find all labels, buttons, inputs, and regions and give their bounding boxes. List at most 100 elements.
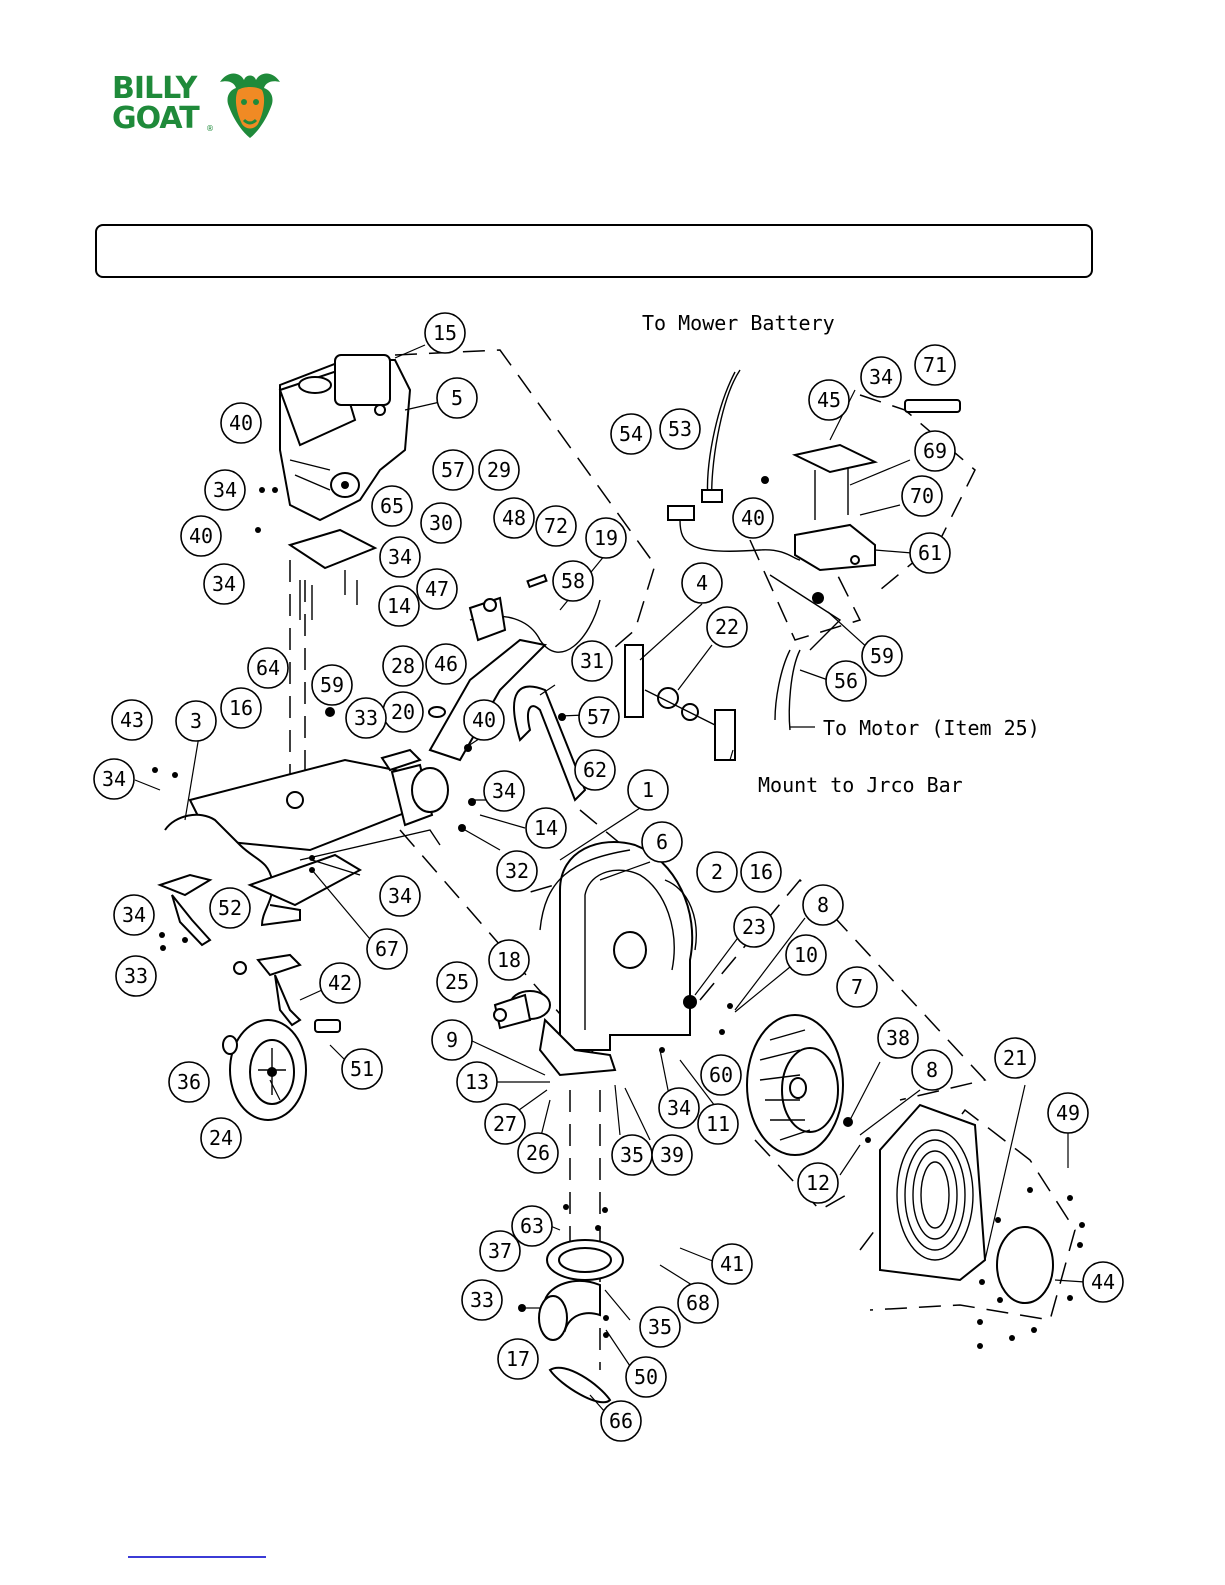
svg-text:22: 22 (715, 615, 739, 639)
svg-text:65: 65 (380, 494, 404, 518)
svg-text:34: 34 (667, 1096, 691, 1120)
svg-text:28: 28 (391, 654, 415, 678)
svg-text:54: 54 (619, 422, 643, 446)
svg-text:47: 47 (425, 577, 449, 601)
callout-59: 59 (861, 635, 903, 677)
callout-65: 65 (371, 485, 413, 527)
svg-text:33: 33 (124, 964, 148, 988)
callout-8: 8 (911, 1049, 953, 1091)
svg-text:19: 19 (594, 526, 618, 550)
svg-text:20: 20 (391, 700, 415, 724)
svg-text:69: 69 (923, 439, 947, 463)
note-mount-to-bar: Mount to Jrco Bar (758, 773, 963, 797)
callout-40: 40 (220, 402, 262, 444)
callout-41: 41 (711, 1243, 753, 1285)
callout-58: 58 (552, 560, 594, 602)
svg-text:70: 70 (910, 484, 934, 508)
callout-22: 22 (706, 606, 748, 648)
callout-45: 45 (808, 379, 850, 421)
svg-text:61: 61 (918, 541, 942, 565)
callout-25: 25 (436, 961, 478, 1003)
callout-60: 60 (700, 1054, 742, 1096)
callout-46: 46 (425, 643, 467, 685)
callout-4: 4 (681, 562, 723, 604)
frame-deck-part (164, 758, 441, 927)
svg-text:44: 44 (1091, 1270, 1115, 1294)
engine-part (278, 354, 412, 522)
callout-54: 54 (610, 413, 652, 455)
svg-text:72: 72 (544, 514, 568, 538)
wire-harness-part (667, 369, 842, 731)
callout-40: 40 (180, 515, 222, 557)
cover-part (879, 1103, 1054, 1304)
callout-71: 71 (914, 344, 956, 386)
callout-16: 16 (740, 851, 782, 893)
svg-text:45: 45 (817, 388, 841, 412)
callout-34: 34 (658, 1087, 700, 1129)
svg-text:59: 59 (320, 673, 344, 697)
callout-20: 20 (382, 691, 424, 733)
callout-34: 34 (93, 758, 135, 800)
callout-18: 18 (488, 939, 530, 981)
svg-text:34: 34 (388, 884, 412, 908)
callout-70: 70 (901, 475, 943, 517)
svg-text:11: 11 (706, 1112, 730, 1136)
svg-text:9: 9 (446, 1028, 458, 1052)
svg-text:4: 4 (696, 571, 708, 595)
callout-33: 33 (461, 1279, 503, 1321)
callout-57: 57 (432, 449, 474, 491)
callout-34: 34 (860, 356, 902, 398)
registered-mark: ® (206, 124, 214, 133)
callout-10: 10 (785, 934, 827, 976)
svg-text:7: 7 (851, 975, 863, 999)
svg-text:37: 37 (488, 1239, 512, 1263)
svg-text:35: 35 (648, 1315, 672, 1339)
callout-7: 7 (836, 966, 878, 1008)
callout-19: 19 (585, 517, 627, 559)
svg-text:50: 50 (634, 1365, 658, 1389)
billy-goat-logo: BILLY GOAT ® (108, 68, 288, 144)
footer-link[interactable] (128, 1556, 266, 1558)
svg-text:67: 67 (375, 937, 399, 961)
callout-34: 34 (379, 875, 421, 917)
callout-5: 5 (436, 377, 478, 419)
blower-housing-part (538, 841, 697, 1077)
callout-48: 48 (493, 497, 535, 539)
svg-text:8: 8 (926, 1058, 938, 1082)
svg-text:36: 36 (177, 1070, 201, 1094)
throttle-cable-part (468, 573, 601, 653)
callout-14: 14 (378, 585, 420, 627)
svg-text:40: 40 (741, 506, 765, 530)
callout-14: 14 (525, 807, 567, 849)
svg-text:57: 57 (587, 705, 611, 729)
svg-text:49: 49 (1056, 1101, 1080, 1125)
callout-50: 50 (625, 1356, 667, 1398)
callout-30: 30 (420, 502, 462, 544)
callout-33: 33 (345, 697, 387, 739)
callout-2: 2 (696, 851, 738, 893)
logo-text-goat: GOAT (112, 101, 200, 136)
svg-text:66: 66 (609, 1409, 633, 1433)
callout-49: 49 (1047, 1092, 1089, 1134)
callout-52: 52 (209, 887, 251, 929)
svg-text:59: 59 (870, 644, 894, 668)
callout-37: 37 (479, 1230, 521, 1272)
svg-text:29: 29 (487, 458, 511, 482)
callout-62: 62 (574, 749, 616, 791)
callout-34: 34 (204, 469, 246, 511)
svg-text:21: 21 (1003, 1046, 1027, 1070)
note-to-motor: To Motor (Item 25) (823, 716, 1040, 740)
svg-text:6: 6 (656, 830, 668, 854)
svg-text:34: 34 (388, 545, 412, 569)
logo-text-billy: BILLY (112, 71, 197, 106)
svg-text:2: 2 (711, 860, 723, 884)
svg-text:34: 34 (122, 903, 146, 927)
svg-text:40: 40 (189, 524, 213, 548)
callout-40: 40 (732, 497, 774, 539)
svg-text:38: 38 (886, 1026, 910, 1050)
hardware-fasteners (152, 476, 1085, 1349)
svg-text:53: 53 (668, 417, 692, 441)
svg-text:56: 56 (834, 669, 858, 693)
svg-text:31: 31 (580, 649, 604, 673)
callout-11: 11 (697, 1103, 739, 1145)
